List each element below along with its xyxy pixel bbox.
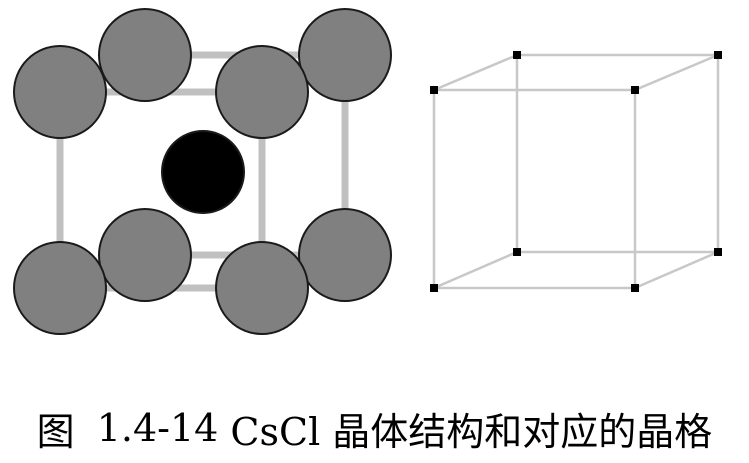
cl-ion-back-bottom-left [98, 208, 192, 302]
figure-caption: 图 1.4-14 CsCl 晶体结构和对应的晶格 [0, 398, 749, 458]
lattice-point [430, 284, 438, 292]
lattice-points [430, 51, 722, 292]
lattice-point [714, 248, 722, 256]
cs-ion-center [161, 130, 245, 214]
cl-ion-front-bottom-right [215, 241, 309, 335]
cl-ion-back-bottom-right [298, 208, 392, 302]
cl-ion-front-bottom-left [13, 241, 107, 335]
lattice-edge-bottom-left [433, 250, 518, 290]
lattice-front-face [432, 88, 637, 290]
lattice-point [430, 86, 438, 94]
lattice-point [714, 51, 722, 59]
cl-ion-front-top-left [13, 45, 107, 139]
lattice-edge-bottom-right [634, 250, 719, 290]
lattice-edges [432, 53, 720, 290]
cl-ion-back-top-left [98, 8, 192, 102]
cubic-lattice [430, 51, 722, 292]
lattice-point [513, 248, 521, 256]
lattice-edge-top-left [433, 53, 518, 92]
lattice-point [513, 51, 521, 59]
lattice-point [631, 284, 639, 292]
lattice-back-face [515, 53, 720, 254]
cl-ion-front-top-right [215, 45, 309, 139]
figure-number: 1.4-14 [96, 406, 219, 450]
lattice-edge-top-right [634, 53, 719, 92]
lattice-point [631, 86, 639, 94]
cscl-structure [13, 8, 392, 335]
cl-ion-back-top-right [298, 8, 392, 102]
figure-label: 图 [36, 409, 75, 454]
figure-title: CsCl 晶体结构和对应的晶格 [230, 409, 713, 454]
